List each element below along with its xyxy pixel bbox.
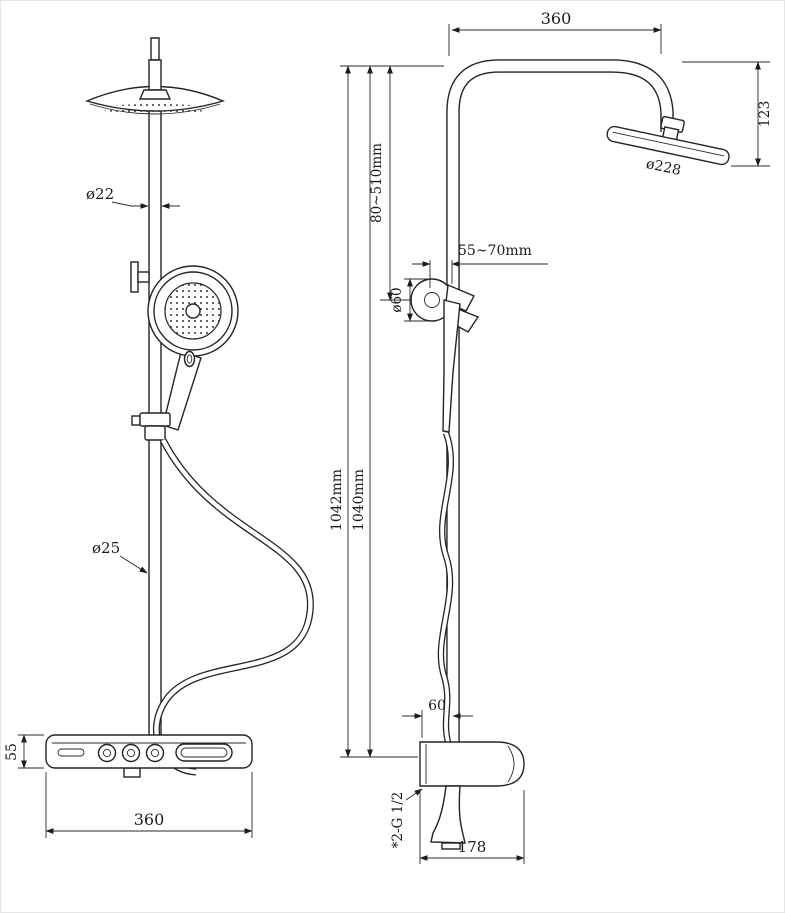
dim-label-panel-width: 360 [134,810,165,829]
dim-label-panel-height: 55 [4,743,20,761]
panel-button-1 [97,743,117,763]
side-dim-holder-adjust: 55~70mm [412,243,548,288]
dim-label-pipe-diameter: ø22 [86,185,114,203]
side-dim-riser-adjust: 80~510mm [340,65,444,301]
dim-label-riser-adjust: 80~510mm [369,143,385,223]
side-dim-head-drop: 123 [682,61,773,167]
side-shower-hose [437,431,454,743]
panel-temperature-handle [175,743,233,762]
front-dim-panel-height: 55 [4,734,44,769]
panel-button-3 [145,743,165,763]
side-valve-body [419,741,525,787]
side-dim-valve-offset: 60 [402,698,473,738]
side-dim-holder-diameter: ø60 [389,278,428,322]
dim-label-total-height-a: 1042mm [329,469,345,531]
front-dim-pipe-diameter: ø22 [86,185,180,209]
side-dim-top-reach: 360 [448,9,662,56]
side-rain-shower-head: ø228 [606,115,730,179]
side-tub-spout [430,785,466,850]
front-diverter-lever [130,261,150,293]
side-dim-valve-width: 178 [419,790,525,864]
dim-label-total-height-b: 1040mm [351,469,367,531]
front-dim-panel-width: 360 [45,772,253,838]
front-dim-hose-diameter: ø25 [92,539,148,574]
dim-label-valve-offset: 60 [428,698,446,714]
front-shower-hose [153,438,314,776]
dim-label-head-drop: 123 [757,101,773,128]
panel-button-2 [121,743,141,763]
front-rain-shower-head [84,37,226,115]
dim-label-connector-thread: *2-G 1/2 [390,792,406,849]
side-dim-connector-thread: *2-G 1/2 [390,788,423,849]
front-view: ø22 ø25 55 360 [4,37,314,838]
dim-label-head-diameter: ø228 [645,156,683,179]
side-dim-total-heights: 1042mm 1040mm [329,65,418,758]
front-slider-bracket [131,412,171,441]
side-hand-shower [442,283,480,433]
dim-label-holder-adjust: 55~70mm [458,243,532,259]
dim-label-valve-width: 178 [458,838,487,856]
front-hand-shower [147,265,239,431]
dim-label-hose-diameter: ø25 [92,539,120,557]
side-riser-pipe [446,59,674,750]
side-view: ø228 [329,9,773,864]
front-thermostat-panel [45,734,253,778]
dim-label-holder-diameter: ø60 [389,287,405,312]
dim-label-top-reach: 360 [541,9,572,28]
